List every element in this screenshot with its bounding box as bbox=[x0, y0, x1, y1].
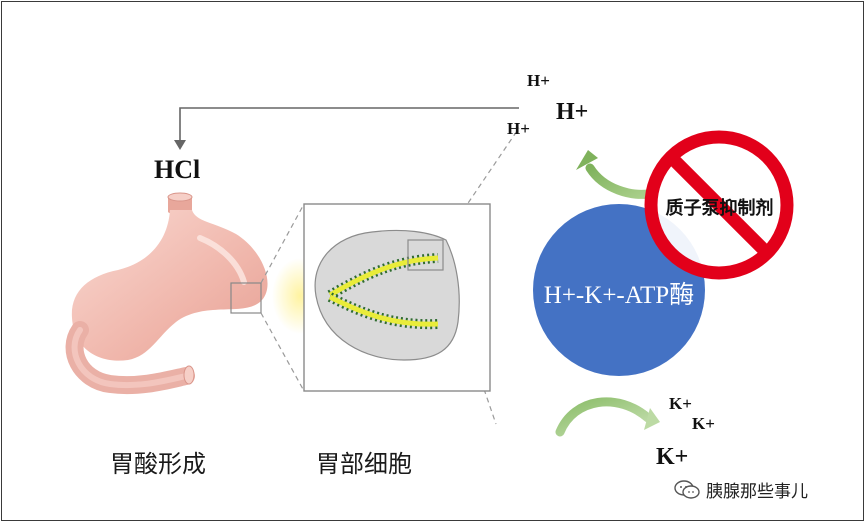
hydrogen-out-arrow bbox=[576, 150, 653, 199]
enzyme-label: H+-K+-ATP酶 bbox=[543, 282, 695, 309]
potassium-ion-label: K+ bbox=[669, 394, 692, 413]
watermark: 胰腺那些事儿 bbox=[674, 477, 808, 502]
hcl-label: HCl bbox=[154, 155, 201, 184]
stomach-illustration bbox=[65, 192, 268, 395]
potassium-in-arrow bbox=[555, 397, 660, 437]
wechat-icon bbox=[674, 479, 700, 499]
cell-caption: 胃部细胞 bbox=[316, 450, 412, 478]
potassium-ion-label: K+ bbox=[656, 444, 689, 470]
hydrogen-ion-label: H+ bbox=[507, 119, 530, 138]
potassium-ion-label: K+ bbox=[692, 414, 715, 433]
prohibition-sign bbox=[644, 130, 794, 280]
gastric-cell-illustration bbox=[303, 203, 491, 392]
stomach-caption: 胃酸形成 bbox=[110, 450, 206, 478]
hcl-feedback-arrow bbox=[174, 107, 519, 150]
hydrogen-ion-label: H+ bbox=[527, 71, 550, 90]
watermark-text: 胰腺那些事儿 bbox=[706, 482, 808, 502]
inhibitor-label: 质子泵抑制剂 bbox=[665, 198, 774, 219]
hydrogen-ion-label: H+ bbox=[556, 99, 589, 125]
